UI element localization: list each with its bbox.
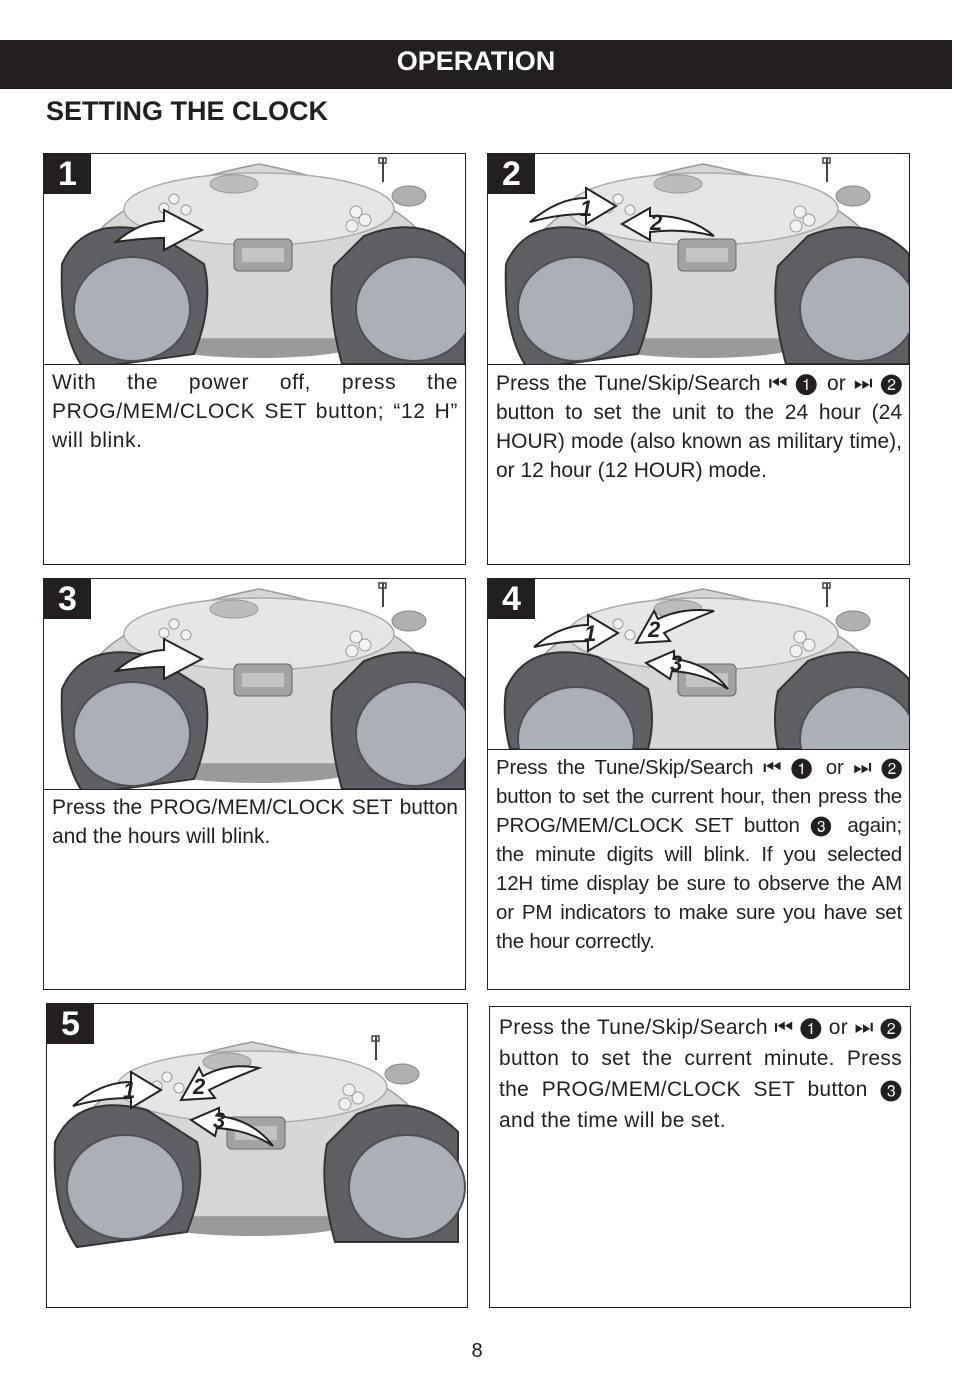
step-5-panel: 5 1 2 3 (46, 1003, 468, 1308)
step-3-badge: 3 (44, 579, 91, 619)
step-5-arrow-label-2: 2 (192, 1074, 206, 1099)
step-5-badge: 5 (47, 1004, 94, 1044)
step-5-arrow-label-3: 3 (213, 1108, 225, 1133)
step-3-instruction: Press the PROG/MEM/CLOCK SET button and … (52, 796, 458, 848)
step-1-badge: 1 (44, 154, 91, 194)
step-4-panel: 4 1 2 3 Press the Tune/Skip/Search ⏮ ❶ o… (487, 578, 910, 990)
step-4-badge: 4 (488, 579, 535, 619)
step-5-text-panel: Press the Tune/Skip/Search ⏮ ❶ or ⏭ ❷ bu… (489, 1006, 911, 1308)
step-5-instruction: Press the Tune/Skip/Search ⏮ ❶ or ⏭ ❷ bu… (499, 1016, 902, 1132)
step-2-instruction: Press the Tune/Skip/Search ⏮ ❶ or ⏭ ❷ bu… (496, 372, 902, 482)
step-3-divider (44, 789, 465, 790)
step-2-arrow-label-1: 1 (580, 196, 592, 221)
step-1-instruction: With the power off, press the PROG/MEM/C… (52, 371, 458, 452)
step-2-panel: 2 1 2 Press the Tune/Skip/Search ⏮ ❶ or … (487, 153, 910, 565)
page-number: 8 (471, 1340, 483, 1362)
step-4-arrow-label-1: 1 (584, 621, 596, 646)
step-1-divider (44, 364, 465, 365)
section-header-title: OPERATION (396, 46, 556, 76)
boombox-illustration-step-5: 1 2 3 (53, 1035, 466, 1249)
boombox-illustration-step-3 (60, 582, 465, 789)
step-4-arrow-label-3: 3 (670, 651, 682, 676)
step-2-arrow-label-2: 2 (649, 210, 663, 235)
boombox-illustration-step-1 (60, 157, 465, 364)
section-header-bar: OPERATION (0, 40, 952, 89)
step-4-divider (488, 749, 909, 750)
step-5-arrow-label-1: 1 (123, 1078, 135, 1103)
page-title: SETTING THE CLOCK (46, 96, 328, 126)
step-4-instruction: Press the Tune/Skip/Search ⏮ ❶ or ⏭ ❷ bu… (496, 756, 902, 953)
step-2-divider (488, 364, 909, 365)
boombox-illustration-step-2: 1 2 (504, 157, 909, 364)
step-3-panel: 3 Press the PROG/MEM/CLOCK SET button an… (43, 578, 466, 990)
step-4-arrow-label-2: 2 (647, 617, 661, 642)
step-2-badge: 2 (488, 154, 535, 194)
boombox-illustration-step-4: 1 2 3 (503, 582, 909, 749)
step-1-panel: 1 With the power off, press the PROG/MEM… (43, 153, 466, 565)
